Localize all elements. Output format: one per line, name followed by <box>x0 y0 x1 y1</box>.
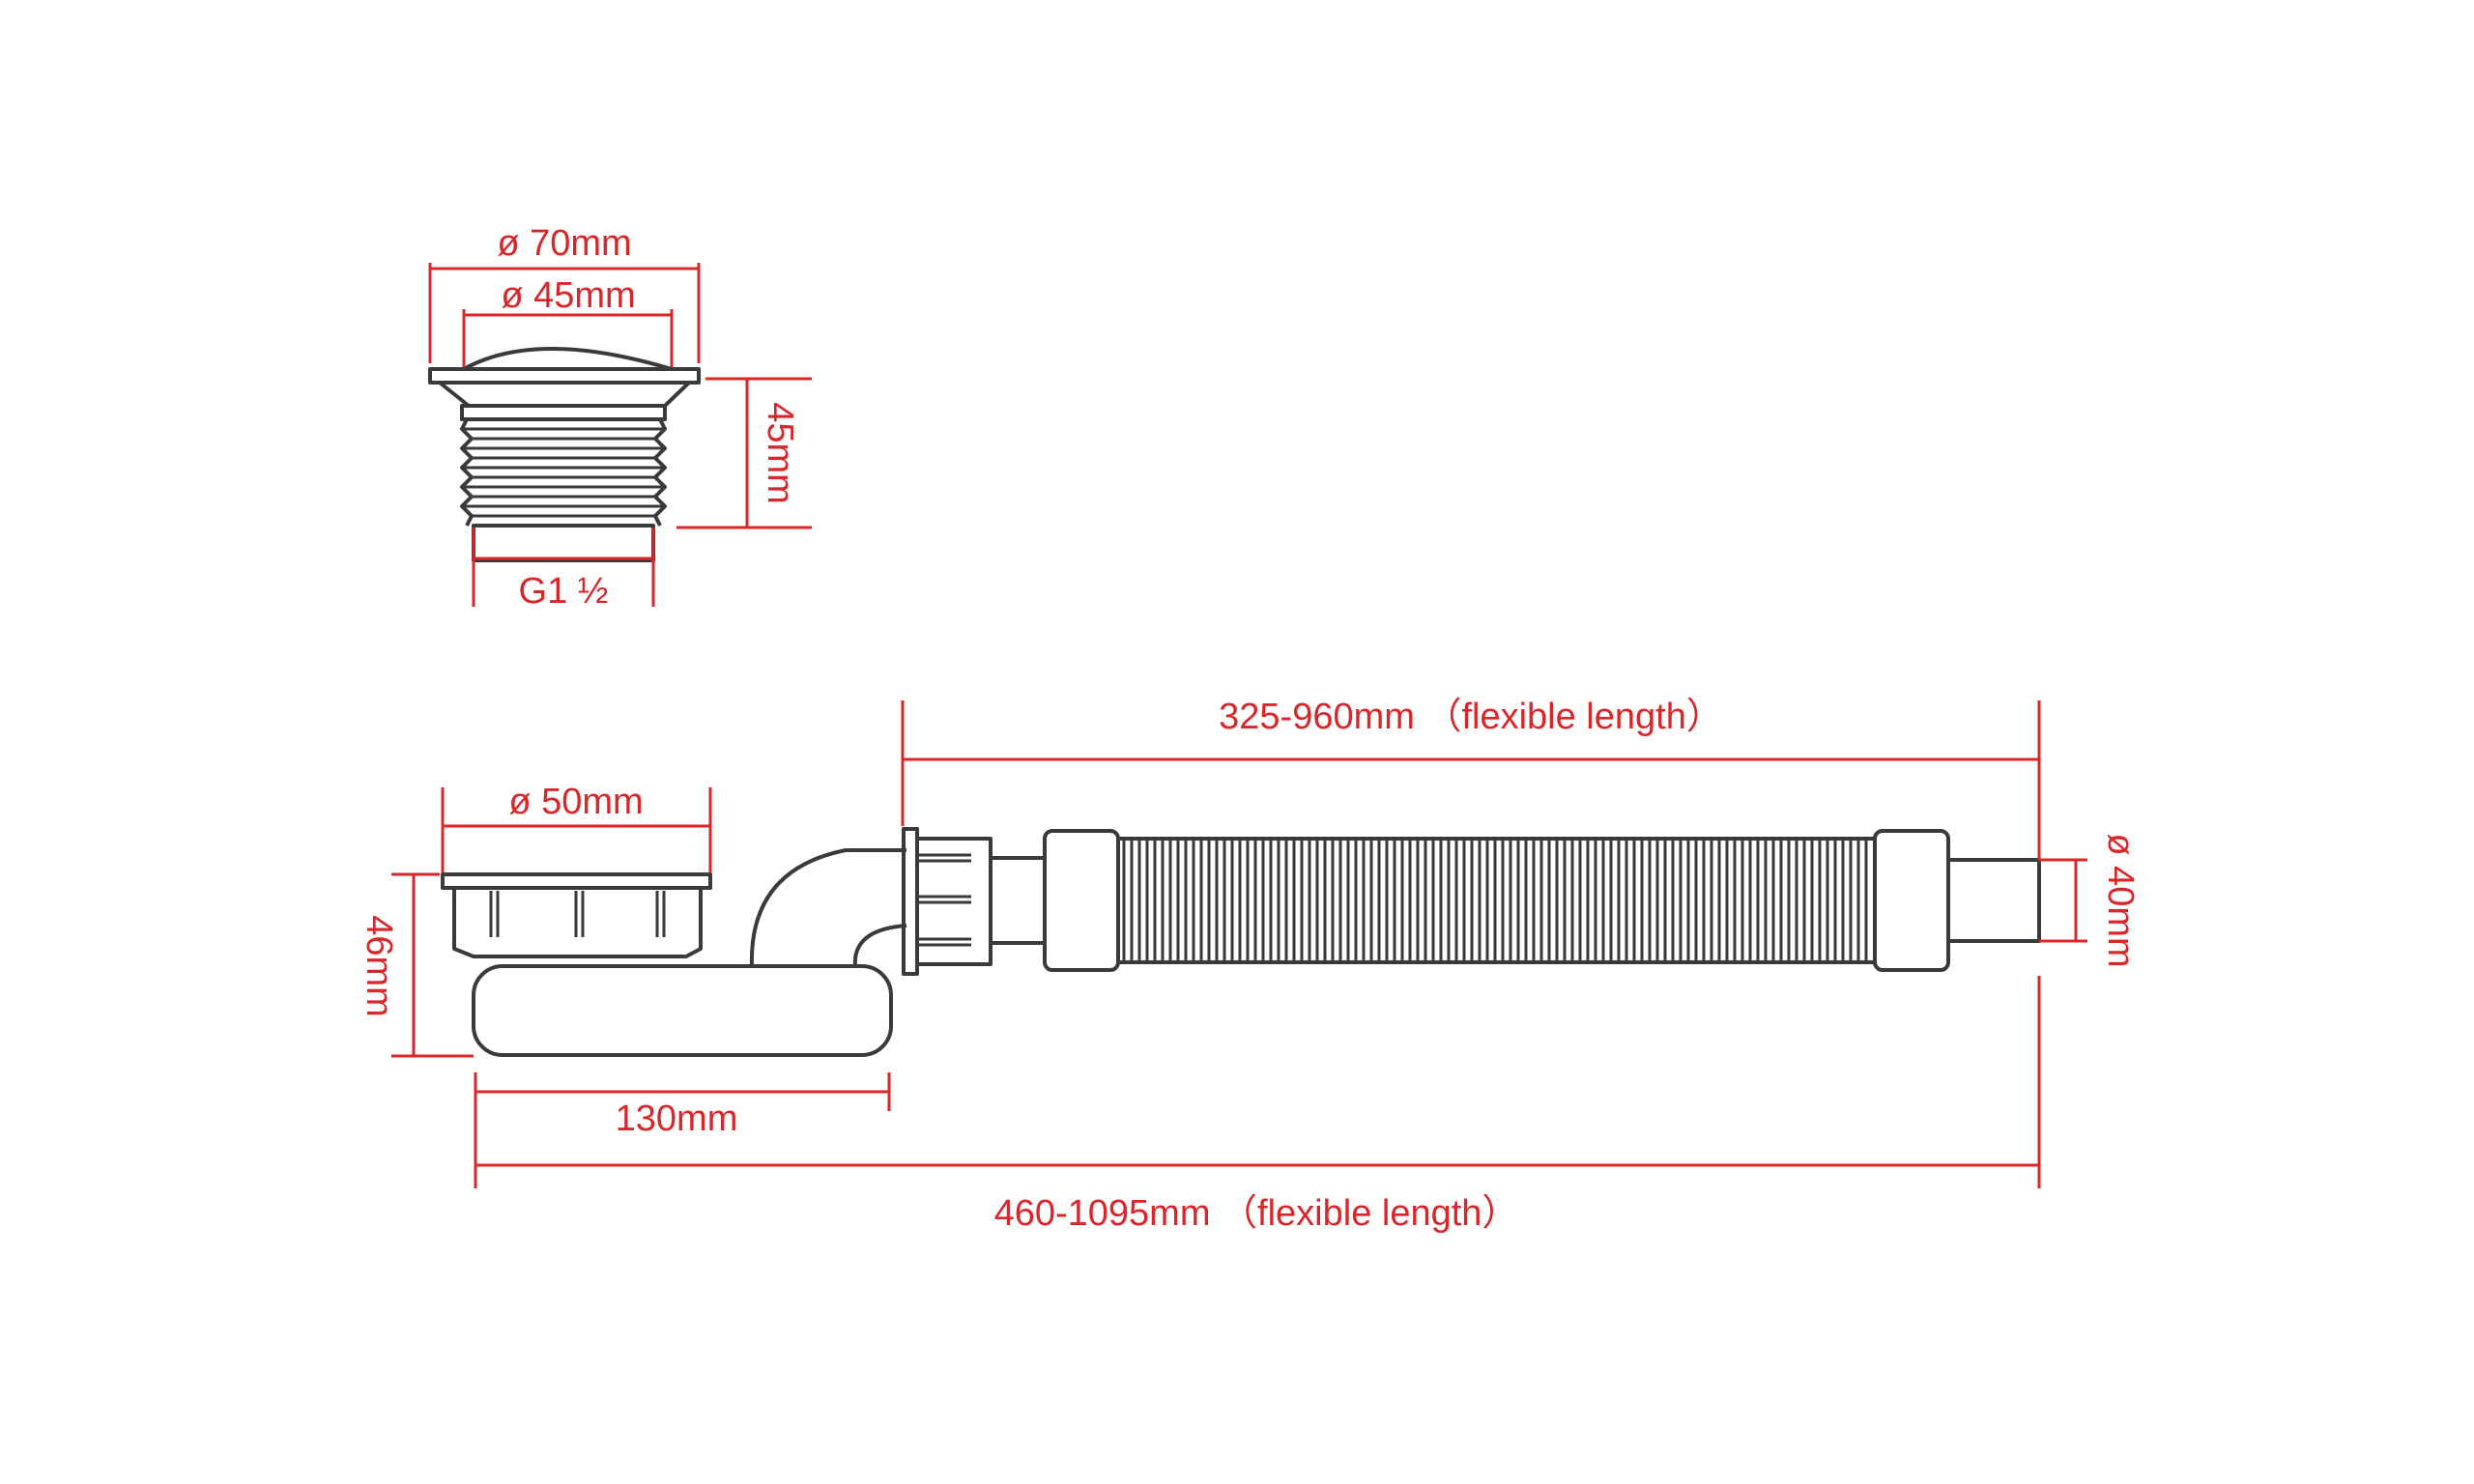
plug-neck <box>438 381 691 408</box>
label-height-45: 45mm <box>760 402 800 504</box>
dim-thread: G1 ½ <box>472 528 655 612</box>
label-height-46: 46mm <box>359 915 399 1017</box>
label-total-length: 460-1095mm （flexible length） <box>994 1193 1519 1234</box>
elbow-inner <box>852 924 907 967</box>
plug-collar <box>460 404 667 421</box>
label-width-130: 130mm <box>616 1099 738 1139</box>
dim-dia-50: ø 50mm <box>441 782 712 872</box>
strainer-ribs <box>489 891 666 937</box>
plug-thread <box>460 418 667 527</box>
trap-assembly-view <box>441 827 2041 1057</box>
dim-flex-hose: 325-960mm （flexible length） <box>901 697 2041 860</box>
label-dia-70: ø 70mm <box>497 223 631 264</box>
dim-width-130: 130mm <box>474 1072 891 1188</box>
plug-thread-lines <box>462 427 665 518</box>
plug-flange <box>428 367 701 385</box>
dim-total-length: 460-1095mm （flexible length） <box>475 976 2041 1234</box>
dim-height-46: 46mm <box>359 872 474 1058</box>
dim-height-45: 45mm <box>676 377 812 529</box>
plug-bottom-ring <box>472 524 655 562</box>
dim-dia-70: ø 70mm <box>428 223 701 363</box>
label-flex-hose: 325-960mm （flexible length） <box>1219 697 1723 737</box>
nut-ribs <box>917 853 971 947</box>
dim-dia-45: ø 45mm <box>462 275 674 367</box>
hose-cuff-left <box>1043 829 1120 972</box>
hose-cuff-right <box>1873 829 1950 972</box>
outlet-pipe <box>1946 858 2041 943</box>
label-dia-50: ø 50mm <box>508 782 643 822</box>
plug-dome <box>463 347 673 371</box>
strainer-body <box>452 888 703 958</box>
dim-dia-40: ø 40mm <box>2039 833 2141 968</box>
label-dia-45: ø 45mm <box>501 275 635 316</box>
elbow-outer <box>749 848 906 967</box>
drain-plug-view <box>428 347 701 562</box>
strainer-plate <box>441 872 712 890</box>
label-dia-40: ø 40mm <box>2100 833 2141 967</box>
label-thread: G1 ½ <box>519 571 609 612</box>
trap-bowl <box>472 964 893 1057</box>
short-pipe <box>989 856 1047 945</box>
hose-corrugations <box>1122 839 1868 962</box>
